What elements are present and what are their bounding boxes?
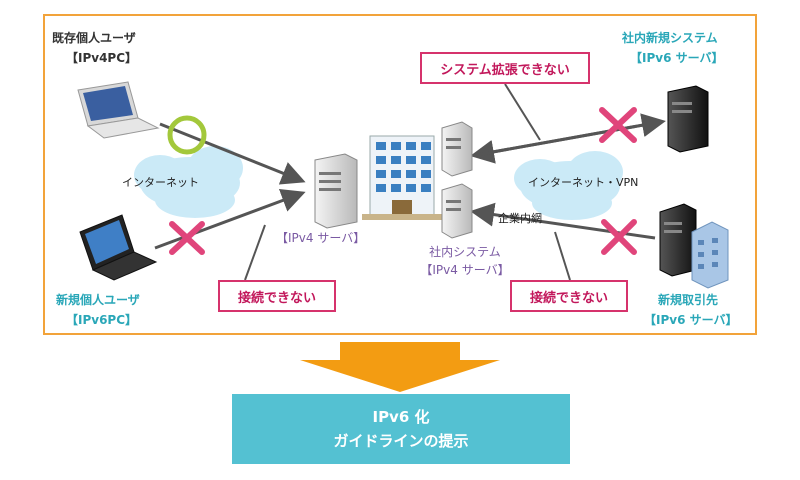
server-icon: [667, 85, 709, 153]
left-top-title: 既存個人ユーザ: [52, 31, 136, 45]
right-bottom-subtitle: 【IPv6 サーバ】: [644, 313, 738, 327]
link-line: [475, 113, 666, 157]
server-icon: [314, 153, 358, 229]
result-line1: IPv6 化: [372, 408, 430, 426]
left-bottom-title: 新規個人ユーザ: [56, 293, 140, 307]
right-top-subtitle: 【IPv6 サーバ】: [630, 51, 724, 65]
link-line: [159, 122, 306, 185]
office-building-icon: [362, 135, 442, 220]
cloud-right-label: インターネット・VPN: [528, 176, 639, 189]
intranet-label: 企業内網: [498, 212, 542, 225]
laptop-icon: [77, 81, 160, 139]
callout-pointer: [504, 83, 541, 141]
server-icon: [659, 203, 697, 277]
right-bottom-title: 新規取引先: [658, 293, 719, 307]
cross-mark-icon: [599, 107, 637, 143]
callout-pointer: [244, 224, 266, 281]
cloud-left-label: インターネット: [122, 176, 199, 189]
internal-system-subtitle: 【IPv4 サーバ】: [420, 263, 510, 277]
right-top-title: 社内新規システム: [622, 31, 718, 45]
cross-mark-icon: [169, 221, 205, 255]
left-bottom-subtitle: 【IPv6PC】: [66, 313, 138, 327]
center-server-label: 【IPv4 サーバ】: [276, 231, 366, 245]
result-box: IPv6 化 ガイドラインの提示: [232, 394, 570, 464]
laptop-icon: [79, 214, 158, 281]
callout-connect-right: 接続できない: [510, 280, 628, 312]
down-arrow-icon: [300, 342, 500, 392]
cloud-icon: [514, 151, 623, 220]
left-top-subtitle: 【IPv4PC】: [66, 51, 138, 65]
circle-ok-icon: [167, 115, 207, 155]
server-icon: [441, 183, 473, 239]
server-icon: [441, 121, 473, 177]
callout-system-expand: システム拡張できない: [420, 52, 590, 84]
callout-connect-left: 接続できない: [218, 280, 336, 312]
cross-mark-icon: [601, 219, 637, 255]
cloud-icon: [134, 146, 243, 218]
office-building-icon: [691, 221, 729, 289]
internal-system-title: 社内システム: [429, 245, 501, 259]
callout-pointer: [554, 231, 571, 281]
link-line: [154, 189, 306, 250]
result-line2: ガイドラインの提示: [333, 432, 469, 450]
